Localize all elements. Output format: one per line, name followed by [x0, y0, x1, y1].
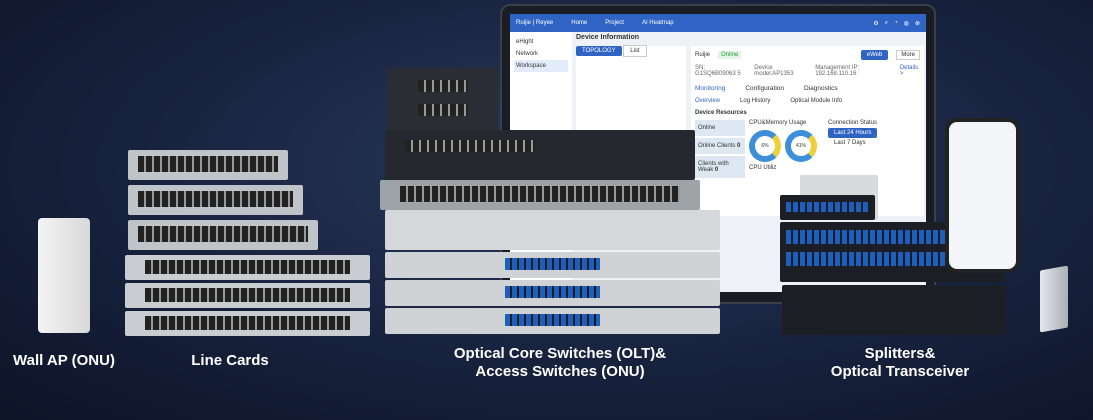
splitter	[782, 285, 1007, 335]
sidebar-search[interactable]: eHight	[516, 39, 534, 45]
olt-chassis	[385, 252, 720, 278]
search-icon[interactable]: ⌕	[884, 19, 889, 26]
label-wall-ap: Wall AP (ONU)	[13, 352, 115, 369]
weak-clients-label: Clients with Weak	[698, 161, 729, 173]
main-panel: Device Information TOPOLOGY List Ruijie …	[576, 34, 924, 292]
nav-ai-heatmap[interactable]: AI Heatmap	[641, 20, 674, 26]
nav-home[interactable]: Home	[571, 20, 588, 26]
weak-clients-value: 0	[714, 167, 719, 173]
cpu-donut: 6%	[749, 130, 781, 162]
subtab-optical-module[interactable]: Optical Module Info	[790, 98, 843, 104]
tab-monitoring[interactable]: Monitoring	[695, 85, 726, 92]
olt-chassis	[385, 308, 720, 334]
core-switch	[380, 180, 700, 210]
details-link[interactable]: Details >	[899, 65, 919, 77]
sidebar-item-workspace[interactable]: Workspace	[514, 60, 568, 72]
online-clients-label: Online Clients	[698, 143, 736, 149]
line-card	[128, 150, 288, 180]
sidebar-section: Network	[516, 51, 539, 57]
brand-logo: Ruijie | Reyee	[516, 20, 554, 26]
olt-chassis	[385, 280, 720, 306]
line-card	[125, 283, 370, 308]
last-24-hours-button[interactable]: Last 24 Hours	[828, 128, 878, 138]
connection-status-title: Connection Status	[828, 120, 878, 126]
eweb-button[interactable]: eWeb	[860, 50, 889, 60]
online-clients-value: 0	[737, 143, 741, 149]
splitter	[780, 195, 875, 220]
device-model: Device model:AP1353	[754, 65, 794, 77]
tab-list[interactable]: List	[623, 45, 647, 57]
line-card	[128, 220, 318, 250]
subtab-overview[interactable]: Overview	[695, 98, 721, 104]
app-topbar: Ruijie | Reyee Home Project AI Heatmap ⚙…	[510, 14, 926, 32]
smartphone	[945, 118, 1020, 273]
page-title: Device Information	[576, 34, 640, 41]
serial-number: SN: G1SQ6B09063 5	[695, 65, 741, 77]
tab-configuration[interactable]: Configuration	[745, 85, 785, 92]
access-switch	[385, 130, 695, 180]
last-7-days-button[interactable]: Last 7 Days	[834, 140, 866, 146]
label-switches-1: Optical Core Switches (OLT)&	[453, 345, 667, 362]
memory-donut: 41%	[785, 130, 817, 162]
cpu-memory-title: CPU&Memory Usage	[749, 120, 807, 126]
wall-ap-device	[38, 218, 90, 333]
tab-diagnostics[interactable]: Diagnostics	[804, 85, 838, 92]
label-line-cards: Line Cards	[191, 352, 269, 369]
online-label: Online	[695, 120, 745, 136]
management-ip: Management IP: 192.168.110.16	[815, 65, 860, 77]
bell-icon[interactable]: ◔	[894, 19, 898, 26]
line-card	[128, 185, 303, 215]
settings-icon[interactable]: ⚙	[873, 20, 879, 27]
device-name: Ruijie	[695, 52, 711, 58]
label-splitters-1: Splitters&	[864, 345, 936, 362]
olt-chassis	[385, 210, 720, 250]
toolbar-icons: ⚙ ⌕ ◔ ◍ ⊗	[873, 20, 920, 27]
label-switches-2: Access Switches (ONU)	[475, 363, 645, 380]
subtab-log-history[interactable]: Log History	[740, 98, 771, 104]
resources-title: Device Resources	[695, 110, 747, 116]
status-badge: Online	[718, 51, 742, 59]
globe-icon[interactable]: ◍	[903, 20, 909, 27]
optical-transceiver	[1040, 265, 1068, 333]
more-button[interactable]: More	[896, 50, 920, 60]
line-card	[125, 255, 370, 280]
user-icon[interactable]: ⊗	[914, 20, 920, 27]
line-card	[125, 311, 370, 336]
tab-topology[interactable]: TOPOLOGY	[576, 46, 622, 56]
nav-project[interactable]: Project	[605, 20, 624, 26]
label-splitters-2: Optical Transceiver	[830, 363, 970, 380]
cpu-util-label: CPU Utiliz	[749, 165, 777, 171]
